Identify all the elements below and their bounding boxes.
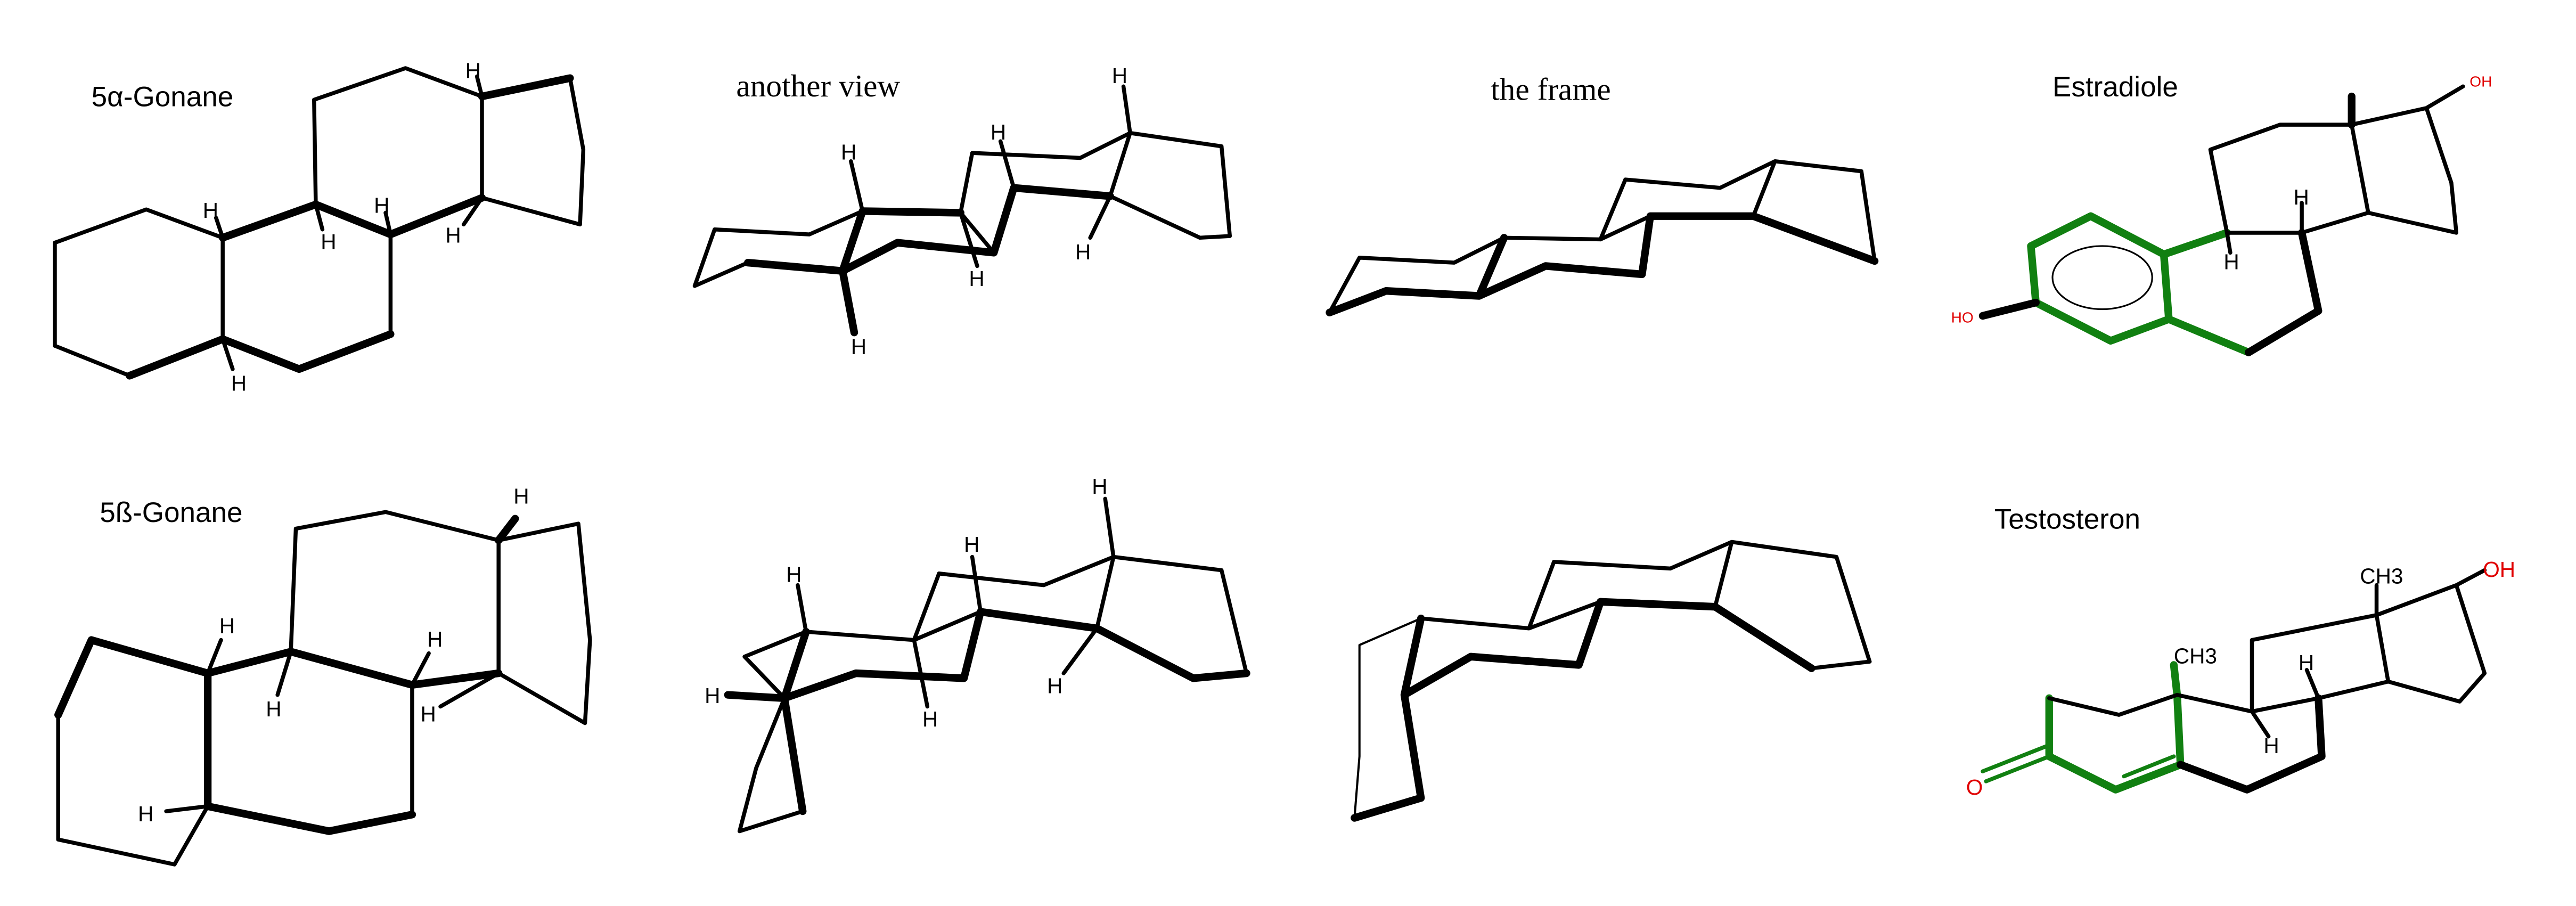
h-label: H [203,198,218,223]
h-label: H [705,683,720,708]
molecule-beta-frame [1351,540,1872,822]
h-label: H [1092,474,1107,499]
wedge-bonds [2177,694,2326,794]
methyl-label: CH3 [2174,643,2217,668]
h-label: H [922,707,938,731]
aromatic-ring-a [2027,212,2253,356]
h-label: H [2299,650,2314,675]
rings-bcd [2047,568,2487,739]
title-5beta-gonane: 5ß-Gonane [100,497,242,528]
h-label: H [421,702,436,727]
molecule-another-view: H H H H H H [692,63,1232,359]
rings-bcd [849,84,1232,268]
h-label: H [321,230,336,254]
molecule-testosteron: O OH CH3 CH3 H H [1966,557,2515,799]
ring-a [692,209,865,288]
wedge-bonds [744,184,1114,337]
ring-a-back [1353,617,1422,819]
h-label: H [1112,63,1127,88]
ring-a [1327,235,1506,315]
h-label: H [991,120,1006,144]
title-5alpha-gonane: 5α-Gonane [92,81,234,113]
title-the-frame: the frame [1491,71,1610,107]
rings-bcd [1419,540,1872,671]
h-label: H [841,140,856,165]
molecule-beta-another-view: H H H H H H [705,474,1250,834]
wedge-bonds [126,74,574,380]
h-label: H [1075,240,1091,264]
h-label: H [964,532,979,557]
molecule-5beta-gonane: H H H H H H [54,484,592,867]
h-label: H [786,562,802,586]
wedge-bonds [1351,598,1816,822]
title-another-view: another view [736,68,900,103]
molecule-5alpha-gonane: H H H H H H [53,59,586,395]
h-label: H [138,802,153,826]
oxygen-label: O [1966,775,1983,799]
hydroxyl-label: HO [1951,309,1974,325]
h-label: H [2293,185,2309,209]
h-label: H [969,266,984,291]
h-label: H [427,627,443,651]
h-label: H [2263,733,2279,758]
molecule-estradiole: HO OH H H [1951,73,2492,356]
h-label: H [513,484,529,509]
wedge-bonds [1326,212,1879,316]
methyl-label: CH3 [2360,564,2403,589]
rings-bcd [737,496,1249,834]
h-label: H [231,371,247,395]
enone-ring-a [2045,661,2185,794]
aromatic-circle [2051,245,2153,311]
rings-bcd [2208,84,2465,255]
h-label: H [1047,673,1062,698]
hydroxyl-label: OH [2483,557,2515,582]
rings-bcd [220,66,586,341]
carbonyl-bond [1981,744,2051,783]
rings-bcd [1502,159,1877,263]
h-label: H [374,193,389,217]
h-label: H [465,59,481,83]
h-bonds [214,74,484,371]
wedge-bonds [54,515,519,835]
wedge-bonds [1978,92,2356,356]
h-label: H [2223,250,2239,274]
h-label: H [219,614,235,638]
rings-bcd [56,510,592,867]
h-label: H [851,334,866,359]
double-bond [2122,754,2176,779]
ring-a [53,207,225,378]
title-testosteron: Testosteron [1994,504,2140,535]
hydroxyl-label: OH [2469,73,2492,89]
h-label: H [266,697,281,721]
title-estradiole: Estradiole [2052,71,2178,103]
h-label: H [445,223,461,248]
wedge-bonds [724,608,1250,815]
molecule-the-frame [1326,159,1879,316]
